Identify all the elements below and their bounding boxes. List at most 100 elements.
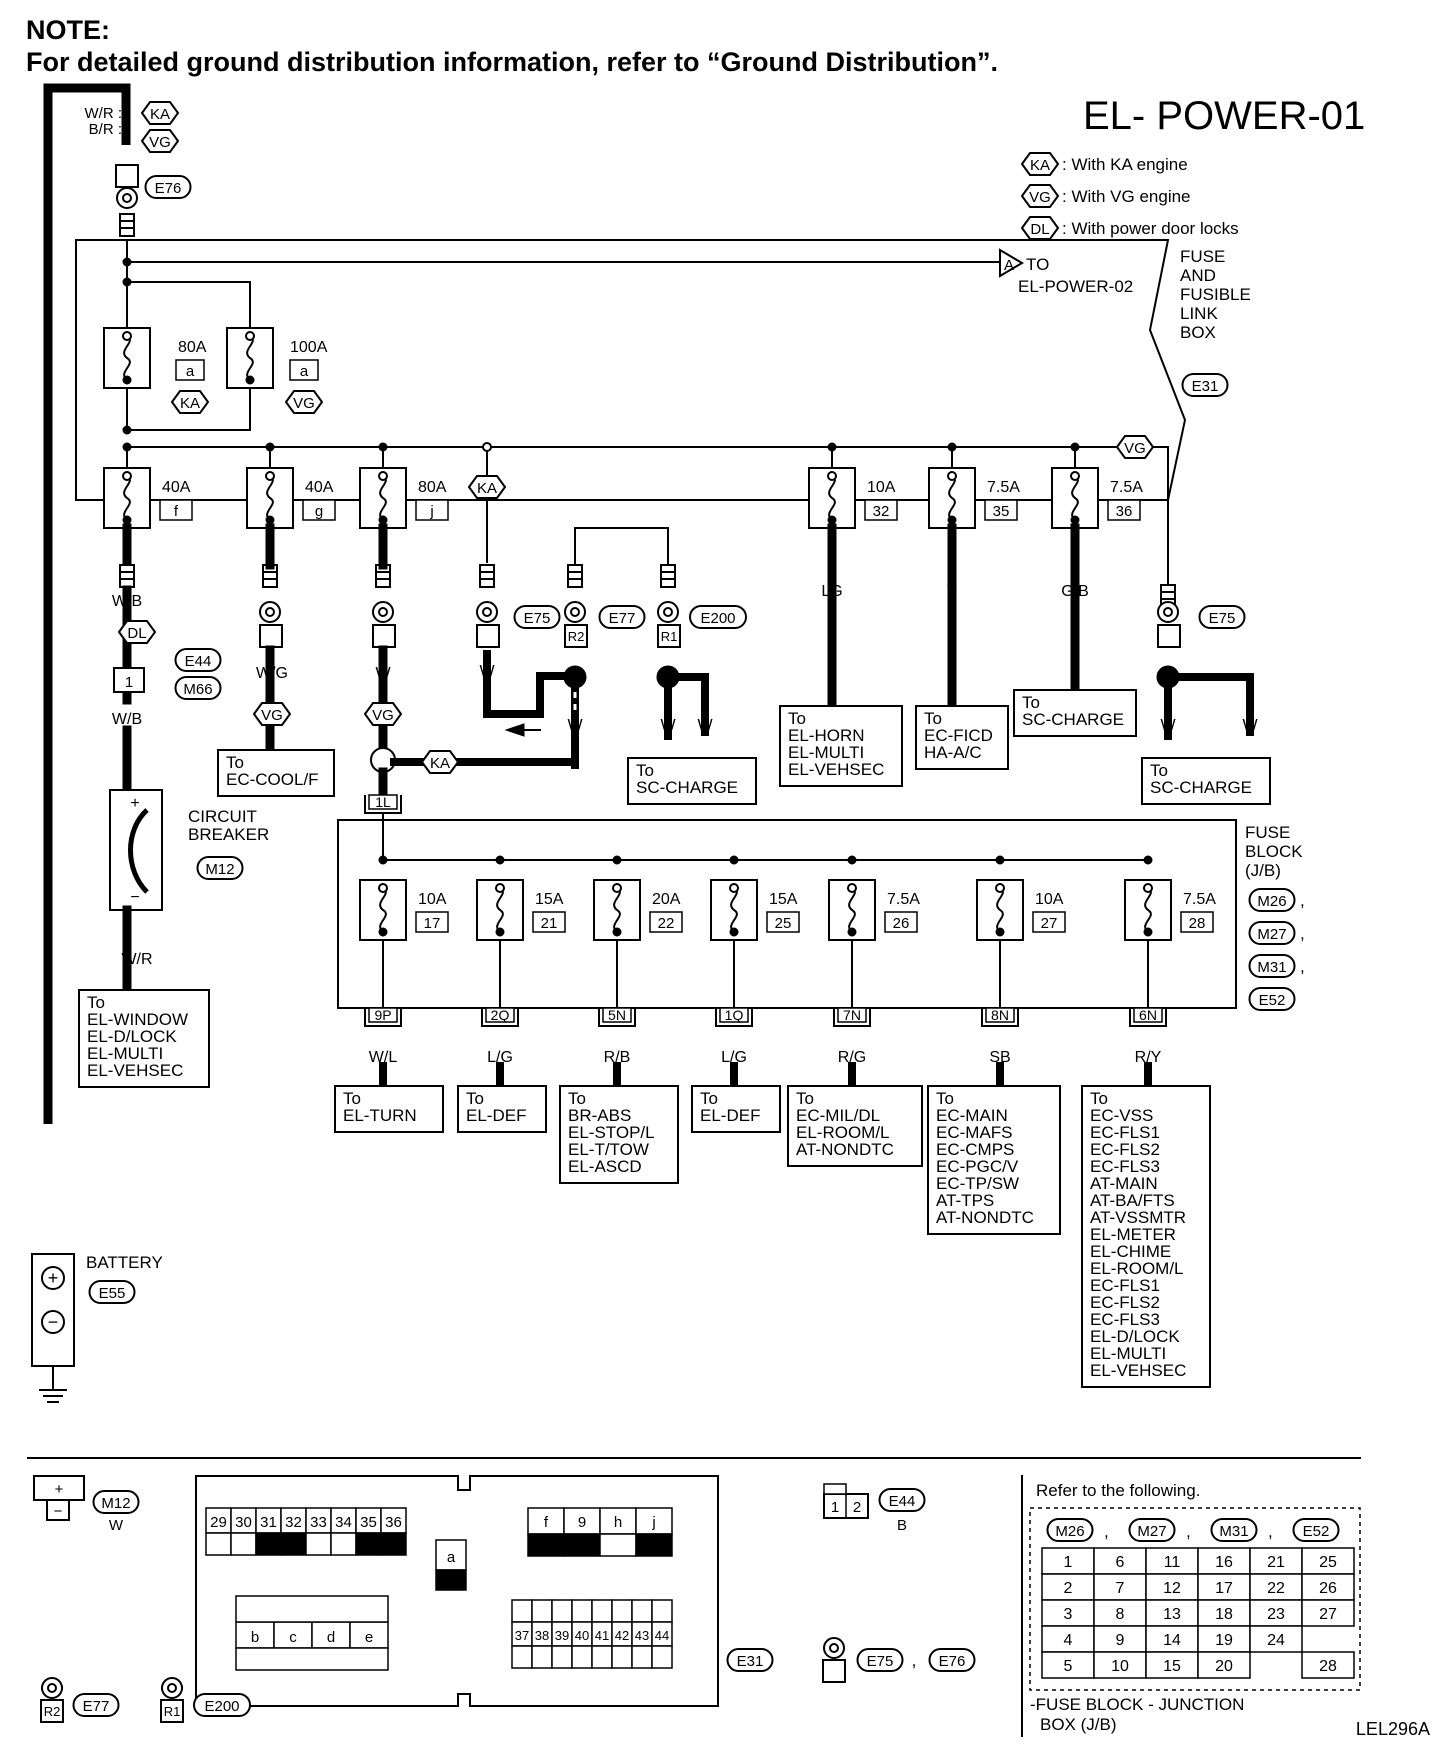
connector-e31 — [1181, 373, 1229, 397]
connector-m12-view — [46, 1499, 70, 1521]
tag-vg-text: VG — [149, 134, 171, 151]
tag-ka-text: KA — [150, 106, 170, 123]
connector-e44-text: E44 — [185, 653, 212, 670]
fuse-number: 21 — [541, 915, 558, 932]
fuse-number-box — [1032, 911, 1066, 933]
e31-cell — [571, 1645, 593, 1669]
connector-m12-view — [33, 1475, 85, 1501]
jb-cell — [1249, 1625, 1303, 1653]
connector-e55 — [88, 1280, 136, 1304]
fuse-number: 25 — [775, 915, 792, 932]
connector-e44 — [174, 648, 222, 672]
jb-pin: 3 — [1064, 1606, 1073, 1623]
e31-cell — [651, 1645, 673, 1669]
battery-plus — [41, 1266, 65, 1290]
destination-box-line: To — [636, 761, 654, 780]
destination-box — [691, 1085, 781, 1133]
jb-cell — [1145, 1599, 1199, 1627]
e31-cell — [591, 1645, 613, 1669]
tag-ka — [467, 475, 507, 499]
pin-bracket — [1129, 1008, 1167, 1027]
fuse-amp: 10A — [1035, 891, 1064, 908]
destination-box-line: EC-COOL/F — [226, 770, 319, 789]
destination-box-line: EC-TP/SW — [936, 1174, 1019, 1193]
fusible-link-id: 35 — [993, 503, 1010, 520]
fusible-link-id: 36 — [1116, 503, 1133, 520]
battery-label: BATTERY — [86, 1253, 163, 1272]
fusible-link-amp: 100A — [290, 339, 328, 356]
e76-ring-terminal-hole — [122, 193, 132, 203]
pin-bracket — [981, 1008, 1019, 1027]
e31-cell — [235, 1647, 389, 1671]
fuse-amp: 15A — [769, 891, 798, 908]
fusible-link-box-label: FUSE — [1180, 247, 1225, 266]
separator: , — [1268, 1522, 1273, 1541]
connector-e77-text: E77 — [609, 610, 636, 627]
jb-connector-tag — [1128, 1518, 1176, 1542]
terminal-tag: R2 — [44, 1704, 61, 1719]
e31-pin: e — [365, 1629, 373, 1646]
destination-box-line: EL-T/TOW — [568, 1140, 649, 1159]
tag-vg-text: VG — [261, 707, 283, 724]
e31-cell — [273, 1621, 313, 1649]
connector-m26-text: M26 — [1257, 893, 1286, 910]
destination-box — [457, 1085, 547, 1133]
junction-dot — [1070, 442, 1080, 452]
jb-cell — [1197, 1625, 1251, 1653]
fuse-bottom-pin — [847, 927, 857, 937]
jb-pin: 17 — [1215, 1580, 1233, 1597]
jb-cell — [1093, 1651, 1147, 1679]
fuse-bottom-pin — [612, 927, 622, 937]
jb-pin: 7 — [1116, 1580, 1125, 1597]
tag-vg-text: VG — [293, 395, 315, 412]
pin-sign: − — [54, 1503, 63, 1520]
e31-cell — [435, 1539, 467, 1571]
e31-cell — [611, 1645, 633, 1669]
connector-e77-text: E77 — [83, 1698, 110, 1715]
jb-connector-tag — [1210, 1518, 1258, 1542]
destination-box-line: EL-MULTI — [1090, 1344, 1166, 1363]
e31-pin: 41 — [595, 1628, 609, 1643]
battery-minus-sign: − — [48, 1312, 59, 1332]
fuse-bottom-pin — [495, 927, 505, 937]
jb-pin: 10 — [1111, 1658, 1129, 1675]
e31-cell — [255, 1532, 282, 1556]
jb-caption: BOX (J/B) — [1040, 1715, 1117, 1734]
junction-dot — [495, 855, 505, 865]
terminal-block — [479, 564, 495, 588]
terminal-housing — [657, 624, 681, 648]
tag-ka — [420, 750, 460, 774]
offpage-marker: A — [1004, 257, 1014, 274]
pin-bracket-box — [485, 1007, 515, 1023]
fuse-top-pin — [495, 883, 505, 893]
jb-pin: 1 — [1064, 1554, 1073, 1571]
terminal-block — [660, 564, 676, 588]
pin-bracket — [715, 1008, 753, 1027]
connector-e77 — [598, 605, 646, 629]
e31-cell — [531, 1599, 553, 1623]
connector-m26 — [1248, 888, 1296, 912]
destination-box-line: To — [226, 753, 244, 772]
fusible-link-element — [266, 475, 274, 521]
destination-box-line: SC-CHARGE — [1150, 778, 1252, 797]
e44-pin: 2 — [853, 1499, 861, 1516]
e31-pin: 32 — [285, 1514, 302, 1531]
pin-bracket-box — [719, 1007, 749, 1023]
legend-tag-text: DL — [1030, 221, 1049, 238]
connector-e75 — [1198, 605, 1246, 629]
connector-m12 — [92, 1490, 140, 1514]
fuse-block-label: BLOCK — [1245, 842, 1303, 861]
terminal-housing — [564, 624, 588, 648]
fuse-number-box — [1180, 911, 1214, 933]
jb-pin: 27 — [1319, 1606, 1337, 1623]
e31-cell — [571, 1599, 593, 1623]
junction-dot — [947, 442, 957, 452]
e31-cell — [435, 1569, 467, 1591]
wire-color: SB — [989, 1049, 1010, 1066]
pin-bracket-box — [837, 1007, 867, 1023]
ring-terminal-hole — [265, 607, 275, 617]
e31-cell — [651, 1599, 673, 1623]
destination-box-line: To — [1150, 761, 1168, 780]
fuse-top-pin — [847, 883, 857, 893]
separator: , — [1104, 1522, 1109, 1541]
